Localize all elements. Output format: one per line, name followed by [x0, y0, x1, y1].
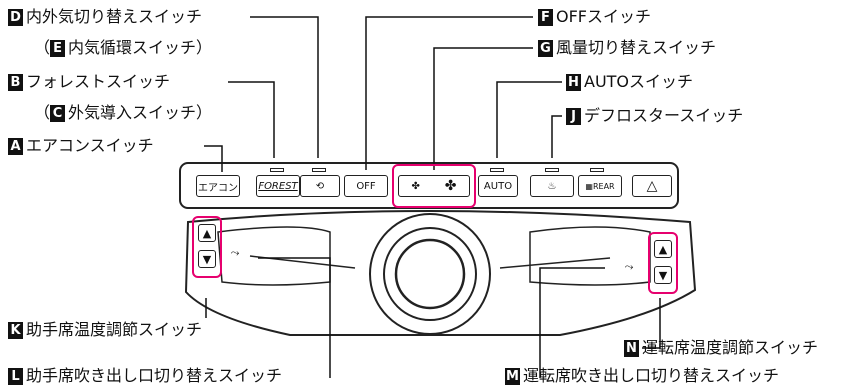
label-l-text: 助手席吹き出し口切り替えスイッチ: [26, 366, 283, 385]
label-m-text: 運転席吹き出し口切り替えスイッチ: [523, 366, 780, 385]
fan-high-icon: ✤: [444, 178, 457, 194]
label-b-text: フォレストスイッチ: [26, 72, 171, 91]
leader-lines: [204, 16, 661, 378]
badge-f: F: [538, 8, 553, 26]
label-e-text: 内気循環スイッチ）: [68, 38, 213, 57]
label-c-prefix: （: [34, 103, 51, 122]
badge-m: M: [505, 367, 520, 385]
badge-d: D: [8, 8, 23, 26]
defrost-icon: ♨: [547, 180, 557, 192]
aircon-button[interactable]: エアコン: [196, 175, 240, 197]
label-d-text: 内外気切り替えスイッチ: [26, 7, 203, 26]
badge-a: A: [8, 137, 23, 155]
right-temp-highlight: [648, 232, 678, 294]
recirc-icon: ⟲: [315, 180, 325, 192]
badge-g: G: [538, 39, 553, 57]
off-button[interactable]: OFF: [344, 175, 388, 197]
recirc-indicator: [312, 168, 326, 172]
label-a-text: エアコンスイッチ: [26, 136, 154, 155]
label-j-text: デフロスタースイッチ: [584, 106, 744, 125]
auto-indicator: [490, 168, 504, 172]
forest-button[interactable]: FOREST: [256, 175, 300, 197]
badge-e: E: [50, 39, 66, 57]
right-temp-down-button[interactable]: ▼: [654, 266, 672, 284]
label-h-text: AUTOスイッチ: [584, 72, 694, 91]
badge-l: L: [8, 367, 23, 385]
badge-c: C: [50, 104, 66, 122]
badge-h: H: [566, 73, 581, 91]
rear-defrost-button[interactable]: ▦REAR: [578, 175, 622, 197]
badge-k: K: [8, 321, 23, 339]
badge-j: J: [566, 107, 581, 125]
label-n-text: 運転席温度調節スイッチ: [642, 338, 819, 357]
rear-indicator: [590, 168, 604, 172]
fan-speed-button[interactable]: ✤✤: [398, 175, 470, 197]
label-f-text: OFFスイッチ: [556, 7, 652, 26]
defrost-indicator: [545, 168, 559, 172]
right-temp-up-button[interactable]: ▲: [654, 240, 672, 258]
fan-low-icon: ✤: [411, 180, 420, 192]
recirc-button[interactable]: ⟲: [300, 175, 340, 197]
rear-label: REAR: [592, 181, 615, 191]
left-vent-mode-icon[interactable]: ⤳: [226, 244, 244, 262]
left-temp-down-button[interactable]: ▼: [198, 250, 216, 268]
badge-b: B: [8, 73, 23, 91]
right-bar: [499, 257, 611, 269]
right-vent-mode-icon[interactable]: ⤳: [620, 258, 638, 276]
auto-button[interactable]: AUTO: [478, 175, 518, 197]
label-k-text: 助手席温度調節スイッチ: [26, 320, 203, 339]
right-vent: [529, 226, 651, 286]
rear-defrost-icon: ▦: [585, 181, 593, 191]
badge-n: N: [624, 339, 639, 357]
label-c-text: 外気導入スイッチ）: [68, 103, 213, 122]
hazard-button[interactable]: △: [632, 175, 672, 197]
fan-highlight: [392, 164, 476, 208]
defrost-button[interactable]: ♨: [530, 175, 574, 197]
left-temp-highlight: [192, 216, 222, 278]
label-g-text: 風量切り替えスイッチ: [556, 38, 717, 57]
left-temp-up-button[interactable]: ▲: [198, 224, 216, 242]
dial-knob: [394, 238, 466, 310]
forest-indicator: [270, 168, 284, 172]
label-e-prefix: （: [34, 38, 51, 57]
